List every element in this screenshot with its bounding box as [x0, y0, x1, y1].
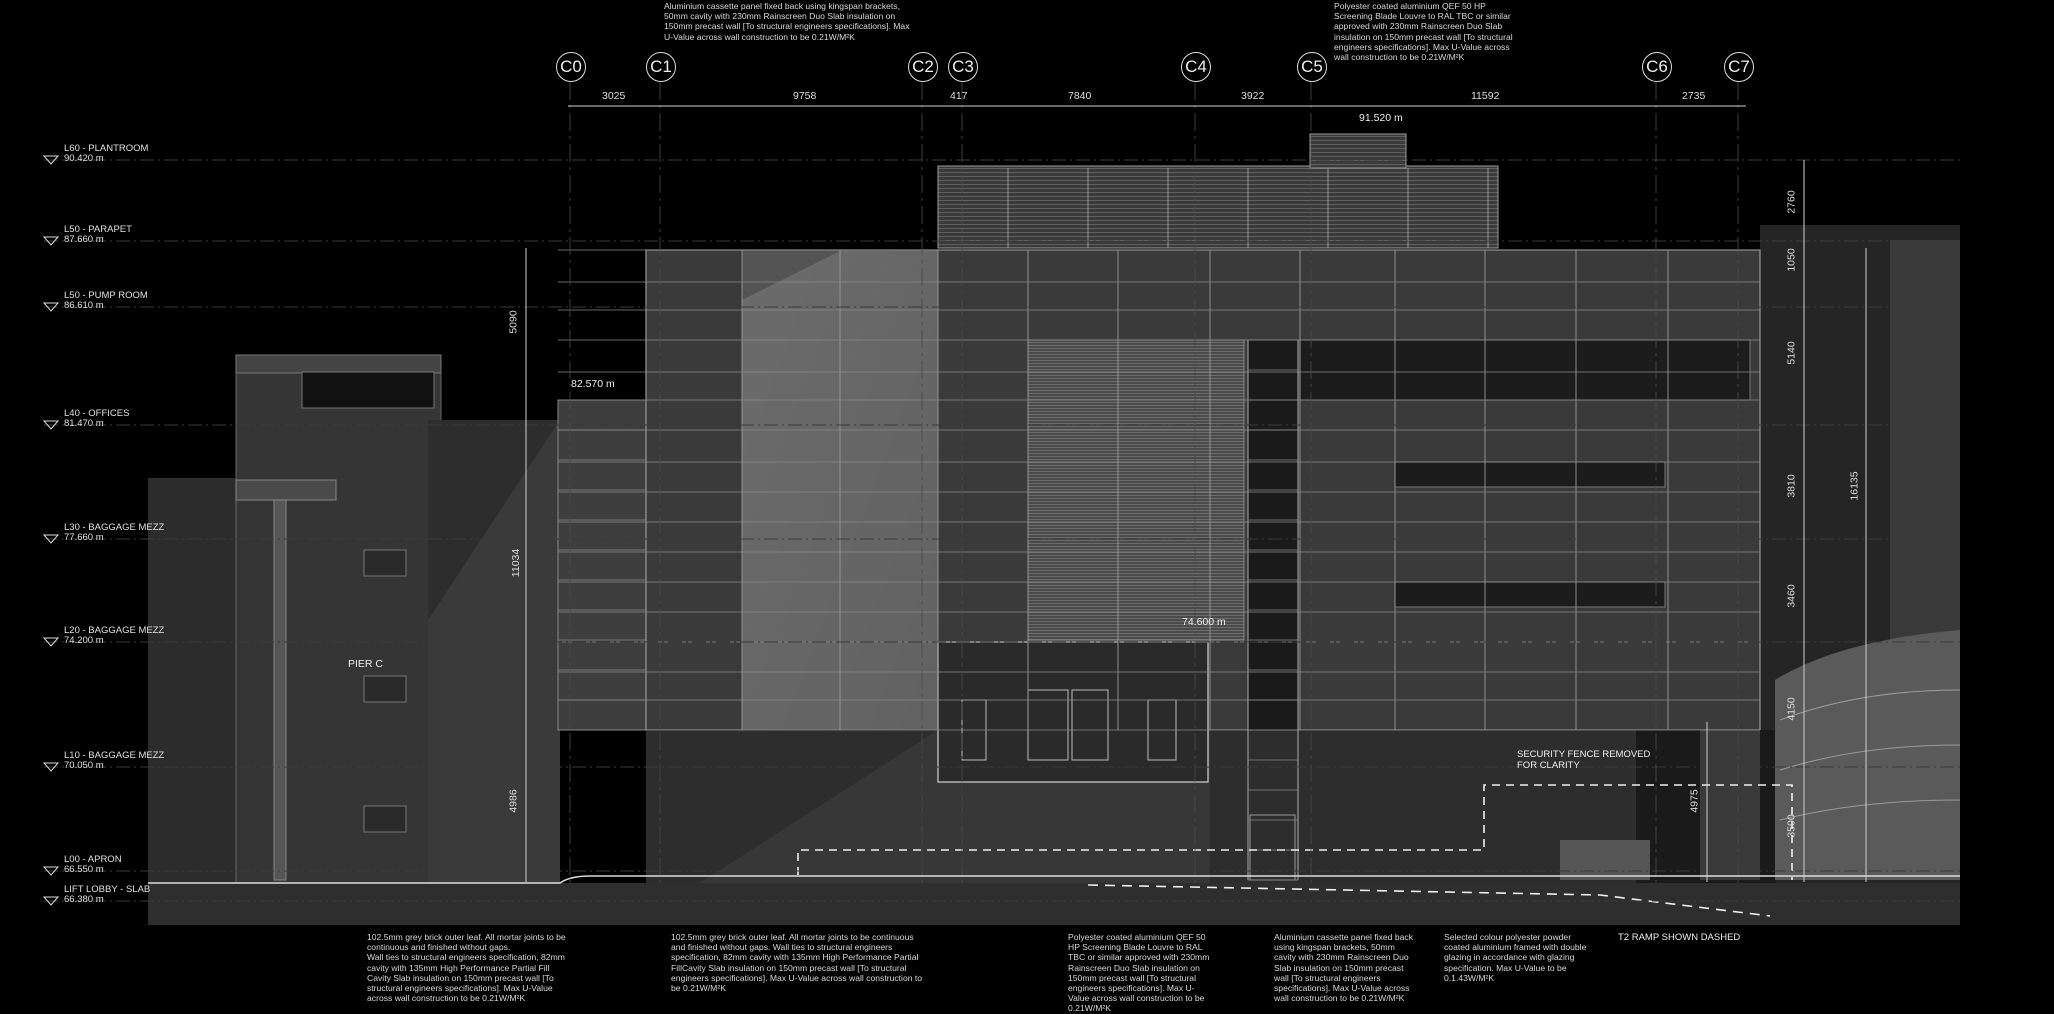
- top-dimension: 9758: [793, 90, 817, 102]
- spot-level-mid: 74.600 m: [1182, 616, 1226, 628]
- grid-bubble-c0: C0: [556, 52, 586, 82]
- level-elevation: 81.470 m: [64, 418, 104, 429]
- level-elevation: 90.420 m: [64, 153, 104, 164]
- level-name: L00 - APRON: [64, 854, 122, 865]
- level-elevation: 87.660 m: [64, 234, 104, 245]
- right-dimension: 5140: [1785, 341, 1798, 365]
- level-marker-icon: [42, 866, 60, 876]
- main-facade: [557, 133, 1961, 883]
- level-elevation: 86.610 m: [64, 300, 104, 311]
- dimension-lines: [525, 105, 1867, 882]
- level-marker-icon: [42, 896, 60, 906]
- top-dimension: 7840: [1068, 90, 1092, 102]
- pier-c-tower: [235, 354, 560, 884]
- right-dimension: 1050: [1785, 248, 1798, 272]
- note-bottom-brick-1: 102.5mm grey brick outer leaf. All morta…: [367, 932, 566, 1004]
- level-lines: [42, 155, 1960, 906]
- level-marker-icon: [42, 155, 60, 165]
- grid-bubble-c4: C4: [1181, 52, 1211, 82]
- level-name: L30 - BAGGAGE MEZZ: [64, 522, 165, 533]
- level-name: L60 - PLANTROOM: [64, 143, 149, 154]
- level-elevation: 66.380 m: [64, 894, 104, 905]
- small-dimension: 4975: [1688, 789, 1701, 813]
- level-marker-icon: [42, 762, 60, 772]
- level-name: L20 - BAGGAGE MEZZ: [64, 625, 165, 636]
- level-name: L40 - OFFICES: [64, 408, 130, 419]
- facade-panel-grid: [558, 168, 1761, 881]
- ramp-dashed-line: [1087, 884, 1771, 917]
- level-marker-icon: [42, 637, 60, 647]
- left-dimension: 4986: [507, 789, 520, 813]
- right-dimension: 3810: [1785, 474, 1798, 498]
- note-bottom-brick-2: 102.5mm grey brick outer leaf. All morta…: [671, 932, 923, 994]
- level-name: L50 - PARAPET: [64, 224, 132, 235]
- grid-column-lines: [569, 82, 1739, 883]
- level-elevation: 77.660 m: [64, 532, 104, 543]
- level-elevation: 70.050 m: [64, 760, 104, 771]
- right-overall-dimension: 16135: [1848, 471, 1861, 501]
- note-top-cassette: Aluminium cassette panel fixed back usin…: [664, 1, 910, 42]
- right-dimension: 2760: [1785, 190, 1798, 214]
- grid-bubble-c3: C3: [948, 52, 978, 82]
- grid-bubble-c2: C2: [908, 52, 938, 82]
- level-name: L10 - BAGGAGE MEZZ: [64, 750, 165, 761]
- level-marker-icon: [42, 302, 60, 312]
- right-dimension: 4150: [1785, 697, 1798, 721]
- spot-level-left: 82.570 m: [571, 378, 615, 390]
- level-marker-icon: [42, 534, 60, 544]
- grid-bubble-c1: C1: [646, 52, 676, 82]
- level-marker-icon: [42, 420, 60, 430]
- level-name: LIFT LOBBY - SLAB: [64, 884, 151, 895]
- security-fence-dashed: [797, 784, 1793, 880]
- spot-level-top: 91.520 m: [1359, 112, 1403, 124]
- top-dimension: 2735: [1682, 90, 1706, 102]
- note-top-louvre: Polyester coated aluminium QEF 50 HP Scr…: [1334, 1, 1513, 63]
- top-dimension: 3922: [1241, 90, 1265, 102]
- level-marker-icon: [42, 236, 60, 246]
- note-bottom-louvre: Polyester coated aluminium QEF 50 HP Scr…: [1068, 932, 1210, 1014]
- top-dimension: 417: [950, 90, 968, 102]
- note-bottom-cassette: Aluminium cassette panel fixed back usin…: [1274, 932, 1414, 1004]
- ground-slab: [148, 883, 1960, 925]
- ramp-label: T2 RAMP SHOWN DASHED: [1618, 932, 1741, 943]
- top-dimension: 3025: [602, 90, 626, 102]
- left-dimension: 11034: [510, 548, 523, 578]
- grid-bubble-c5: C5: [1297, 52, 1327, 82]
- note-bottom-glazing: Selected colour polyester powder coated …: [1444, 932, 1587, 983]
- right-dimension: 3460: [1785, 584, 1798, 608]
- level-name: L50 - PUMP ROOM: [64, 290, 148, 301]
- grid-bubble-c6: C6: [1642, 52, 1672, 82]
- left-dimension: 5090: [507, 310, 520, 334]
- grid-bubble-c7: C7: [1724, 52, 1754, 82]
- right-dimension: 3500: [1785, 814, 1798, 838]
- level-elevation: 66.550 m: [64, 864, 104, 875]
- security-fence-label: SECURITY FENCE REMOVED FOR CLARITY: [1517, 749, 1651, 771]
- top-dimension: 11592: [1471, 90, 1500, 102]
- pier-label: PIER C: [348, 658, 384, 670]
- level-elevation: 74.200 m: [64, 635, 104, 646]
